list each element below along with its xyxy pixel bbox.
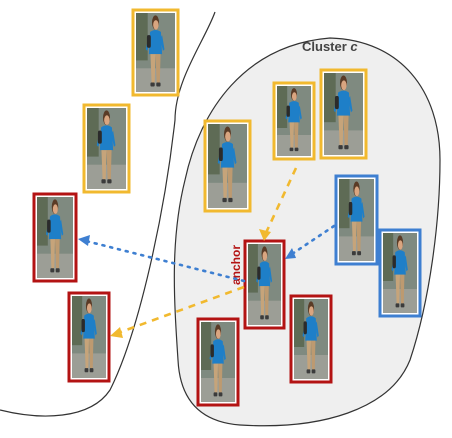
blue-arrow-from-anchor xyxy=(84,239,246,283)
yellow-arrowhead-anchor xyxy=(259,229,271,241)
yellow-image-4 xyxy=(272,81,316,161)
anchor-image xyxy=(243,239,286,330)
red-image-2 xyxy=(67,291,111,383)
yellow-image-3 xyxy=(203,119,252,213)
anchor-label: anchor xyxy=(229,245,243,285)
red-image-4 xyxy=(196,317,240,407)
blue-arrow-to-anchor xyxy=(290,224,336,256)
yellow-arrow-from-anchor xyxy=(117,285,245,335)
cluster-label-text: Cluster xyxy=(302,39,350,54)
red-image-5 xyxy=(289,294,333,384)
yellow-arrowhead-red xyxy=(110,327,123,338)
yellow-image-5 xyxy=(319,68,368,160)
blue-arrowhead-anchor xyxy=(285,248,296,259)
cluster-label-variable: c xyxy=(350,39,358,54)
arrows xyxy=(78,167,336,338)
blue-arrowhead-red xyxy=(78,235,90,246)
red-image-1 xyxy=(32,192,78,283)
yellow-image-2 xyxy=(82,103,131,194)
blue-image-1 xyxy=(334,174,379,266)
blue-image-2 xyxy=(378,228,422,318)
separator-curve xyxy=(0,11,216,417)
cluster-label: Cluster c xyxy=(302,39,358,54)
yellow-image-1 xyxy=(131,8,180,97)
